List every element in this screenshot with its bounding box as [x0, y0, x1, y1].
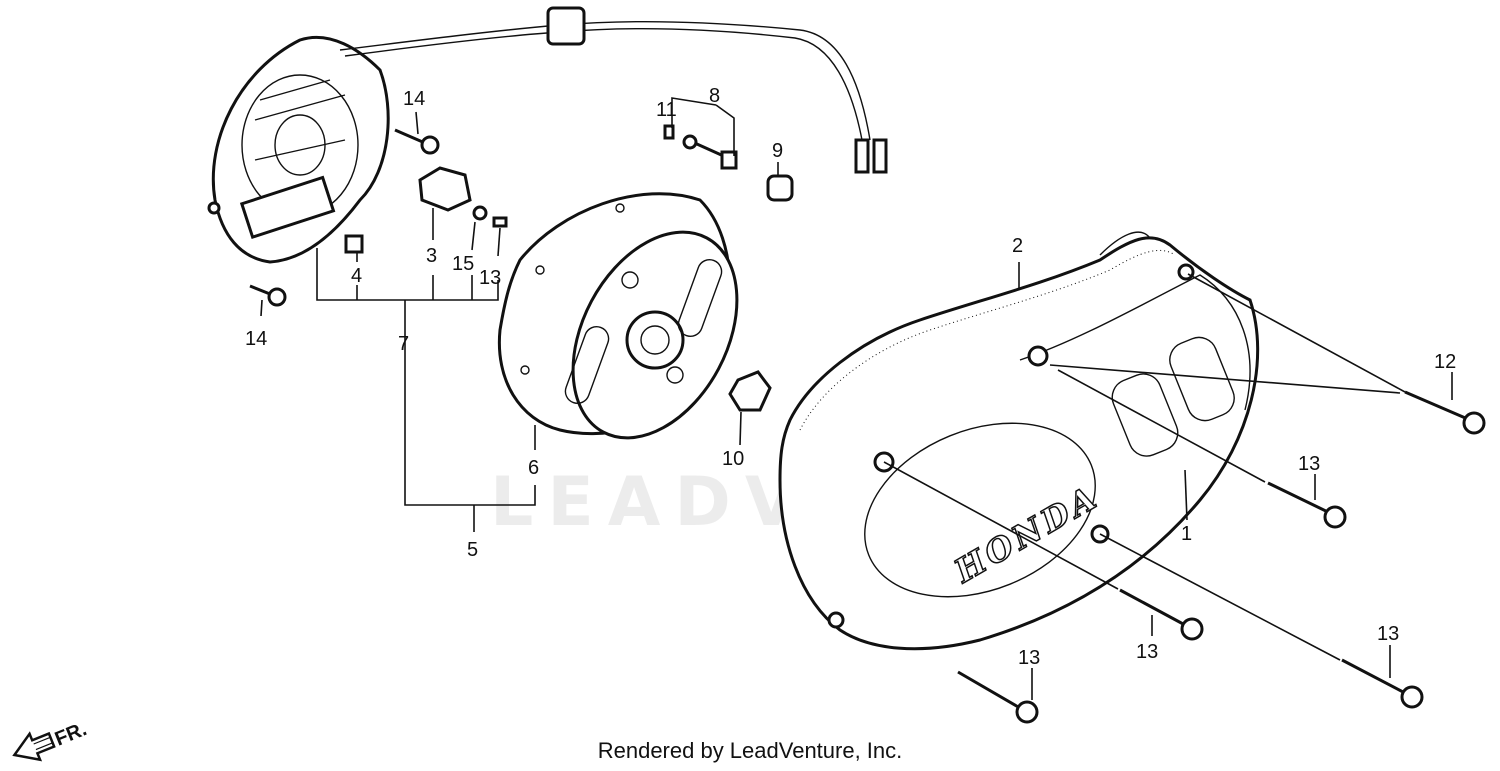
callout-6: 6: [528, 457, 539, 479]
callout-3: 3: [426, 245, 437, 267]
callout-14-b: 14: [245, 328, 267, 350]
bolt-8: [682, 134, 738, 170]
callout-2: 2: [1012, 235, 1023, 257]
screw-14-upper: [394, 128, 440, 155]
callout-4: 4: [351, 265, 362, 287]
callout-14-a: 14: [403, 88, 425, 110]
callout-labels: 1 2 3 4 5 6 7 8 9 10 11 13 12 13 13 13 1…: [245, 85, 1456, 669]
callout-1: 1: [1181, 523, 1192, 545]
callout-7: 7: [398, 333, 409, 355]
front-direction-marker: FR.: [12, 718, 90, 762]
alignment-lines: [883, 273, 1406, 661]
callout-13-a: 12: [1434, 351, 1456, 373]
callout-9: 9: [772, 140, 783, 162]
screw-12: [492, 216, 508, 228]
nut-9: [766, 174, 794, 202]
callout-11: 11: [656, 99, 677, 121]
washer-15: [472, 205, 488, 221]
callout-15: 15: [452, 253, 474, 275]
flywheel-rotor: [497, 192, 739, 440]
pulser-coil: [418, 166, 472, 212]
leader-lines: [260, 97, 1453, 700]
gasket: [1099, 231, 1151, 256]
callout-13-d: 13: [1377, 623, 1399, 645]
bolts-13: [957, 390, 1486, 724]
callout-10: 10: [722, 448, 744, 470]
callout-5: 5: [467, 539, 478, 561]
callout-13-b: 13: [1298, 453, 1320, 475]
callout-12: 13: [479, 267, 501, 289]
left-crankcase-cover: HONDA: [778, 236, 1260, 651]
credit-line: Rendered by LeadVenture, Inc.: [597, 738, 903, 763]
callout-13-c: 13: [1136, 641, 1158, 663]
callout-8: 8: [709, 85, 720, 107]
callout-13-e: 13: [1018, 647, 1040, 669]
stator-assembly: [207, 6, 888, 264]
screw-14-lower: [249, 284, 287, 307]
nut-4: [344, 234, 364, 254]
washer-11: [663, 124, 675, 140]
nut-10: [728, 370, 772, 412]
